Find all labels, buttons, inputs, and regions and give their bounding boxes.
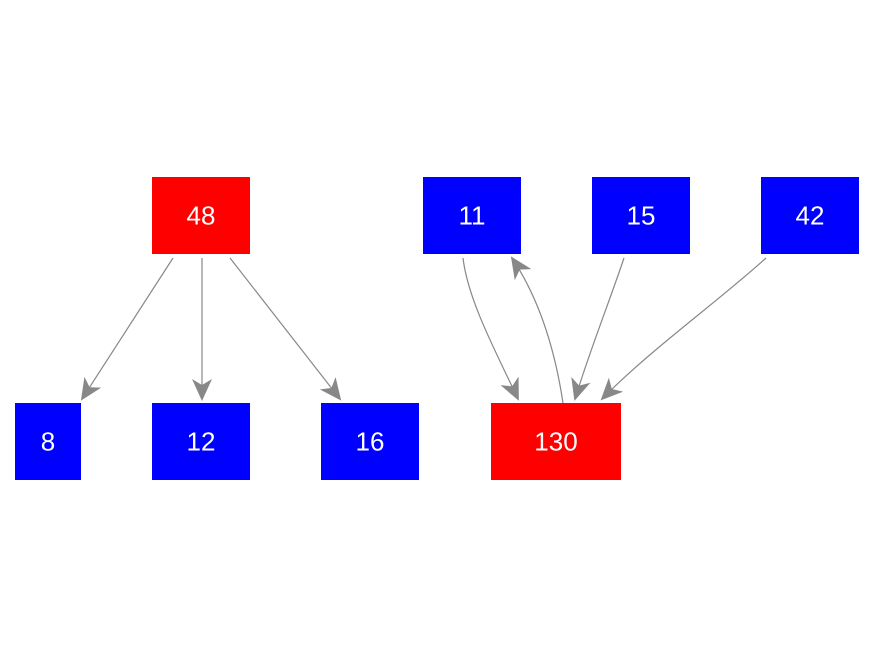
node-box-12 xyxy=(152,403,250,480)
node-box-15 xyxy=(592,177,690,254)
node-box-130 xyxy=(491,403,621,480)
node-label-8: 8 xyxy=(41,427,55,457)
node-label-48: 48 xyxy=(187,201,216,231)
node-12: 12 xyxy=(152,403,250,480)
node-8: 8 xyxy=(15,403,81,480)
node-label-16: 16 xyxy=(356,427,385,457)
node-box-42 xyxy=(761,177,859,254)
edge-15-to-130 xyxy=(571,257,625,401)
node-label-130: 130 xyxy=(534,427,577,457)
node-42: 42 xyxy=(761,177,859,254)
node-label-15: 15 xyxy=(627,201,656,231)
edge-48-to-8 xyxy=(80,257,174,401)
node-15: 15 xyxy=(592,177,690,254)
node-130: 130 xyxy=(491,403,621,480)
node-box-48 xyxy=(152,177,250,254)
edge-48-to-16 xyxy=(229,257,342,401)
node-label-11: 11 xyxy=(459,201,486,231)
edge-42-to-130 xyxy=(600,257,767,401)
node-11: 11 xyxy=(423,177,521,254)
node-label-12: 12 xyxy=(187,427,216,457)
edge-11-to-130 xyxy=(462,257,519,401)
node-box-11 xyxy=(423,177,521,254)
edge-layer xyxy=(80,256,767,404)
node-box-8 xyxy=(15,403,81,480)
node-16: 16 xyxy=(321,403,419,480)
node-48: 48 xyxy=(152,177,250,254)
node-layer: 48 8 12 16 11 15 42 130 xyxy=(15,177,859,480)
edge-130-to-11 xyxy=(510,256,564,404)
node-label-42: 42 xyxy=(796,201,825,231)
node-box-16 xyxy=(321,403,419,480)
